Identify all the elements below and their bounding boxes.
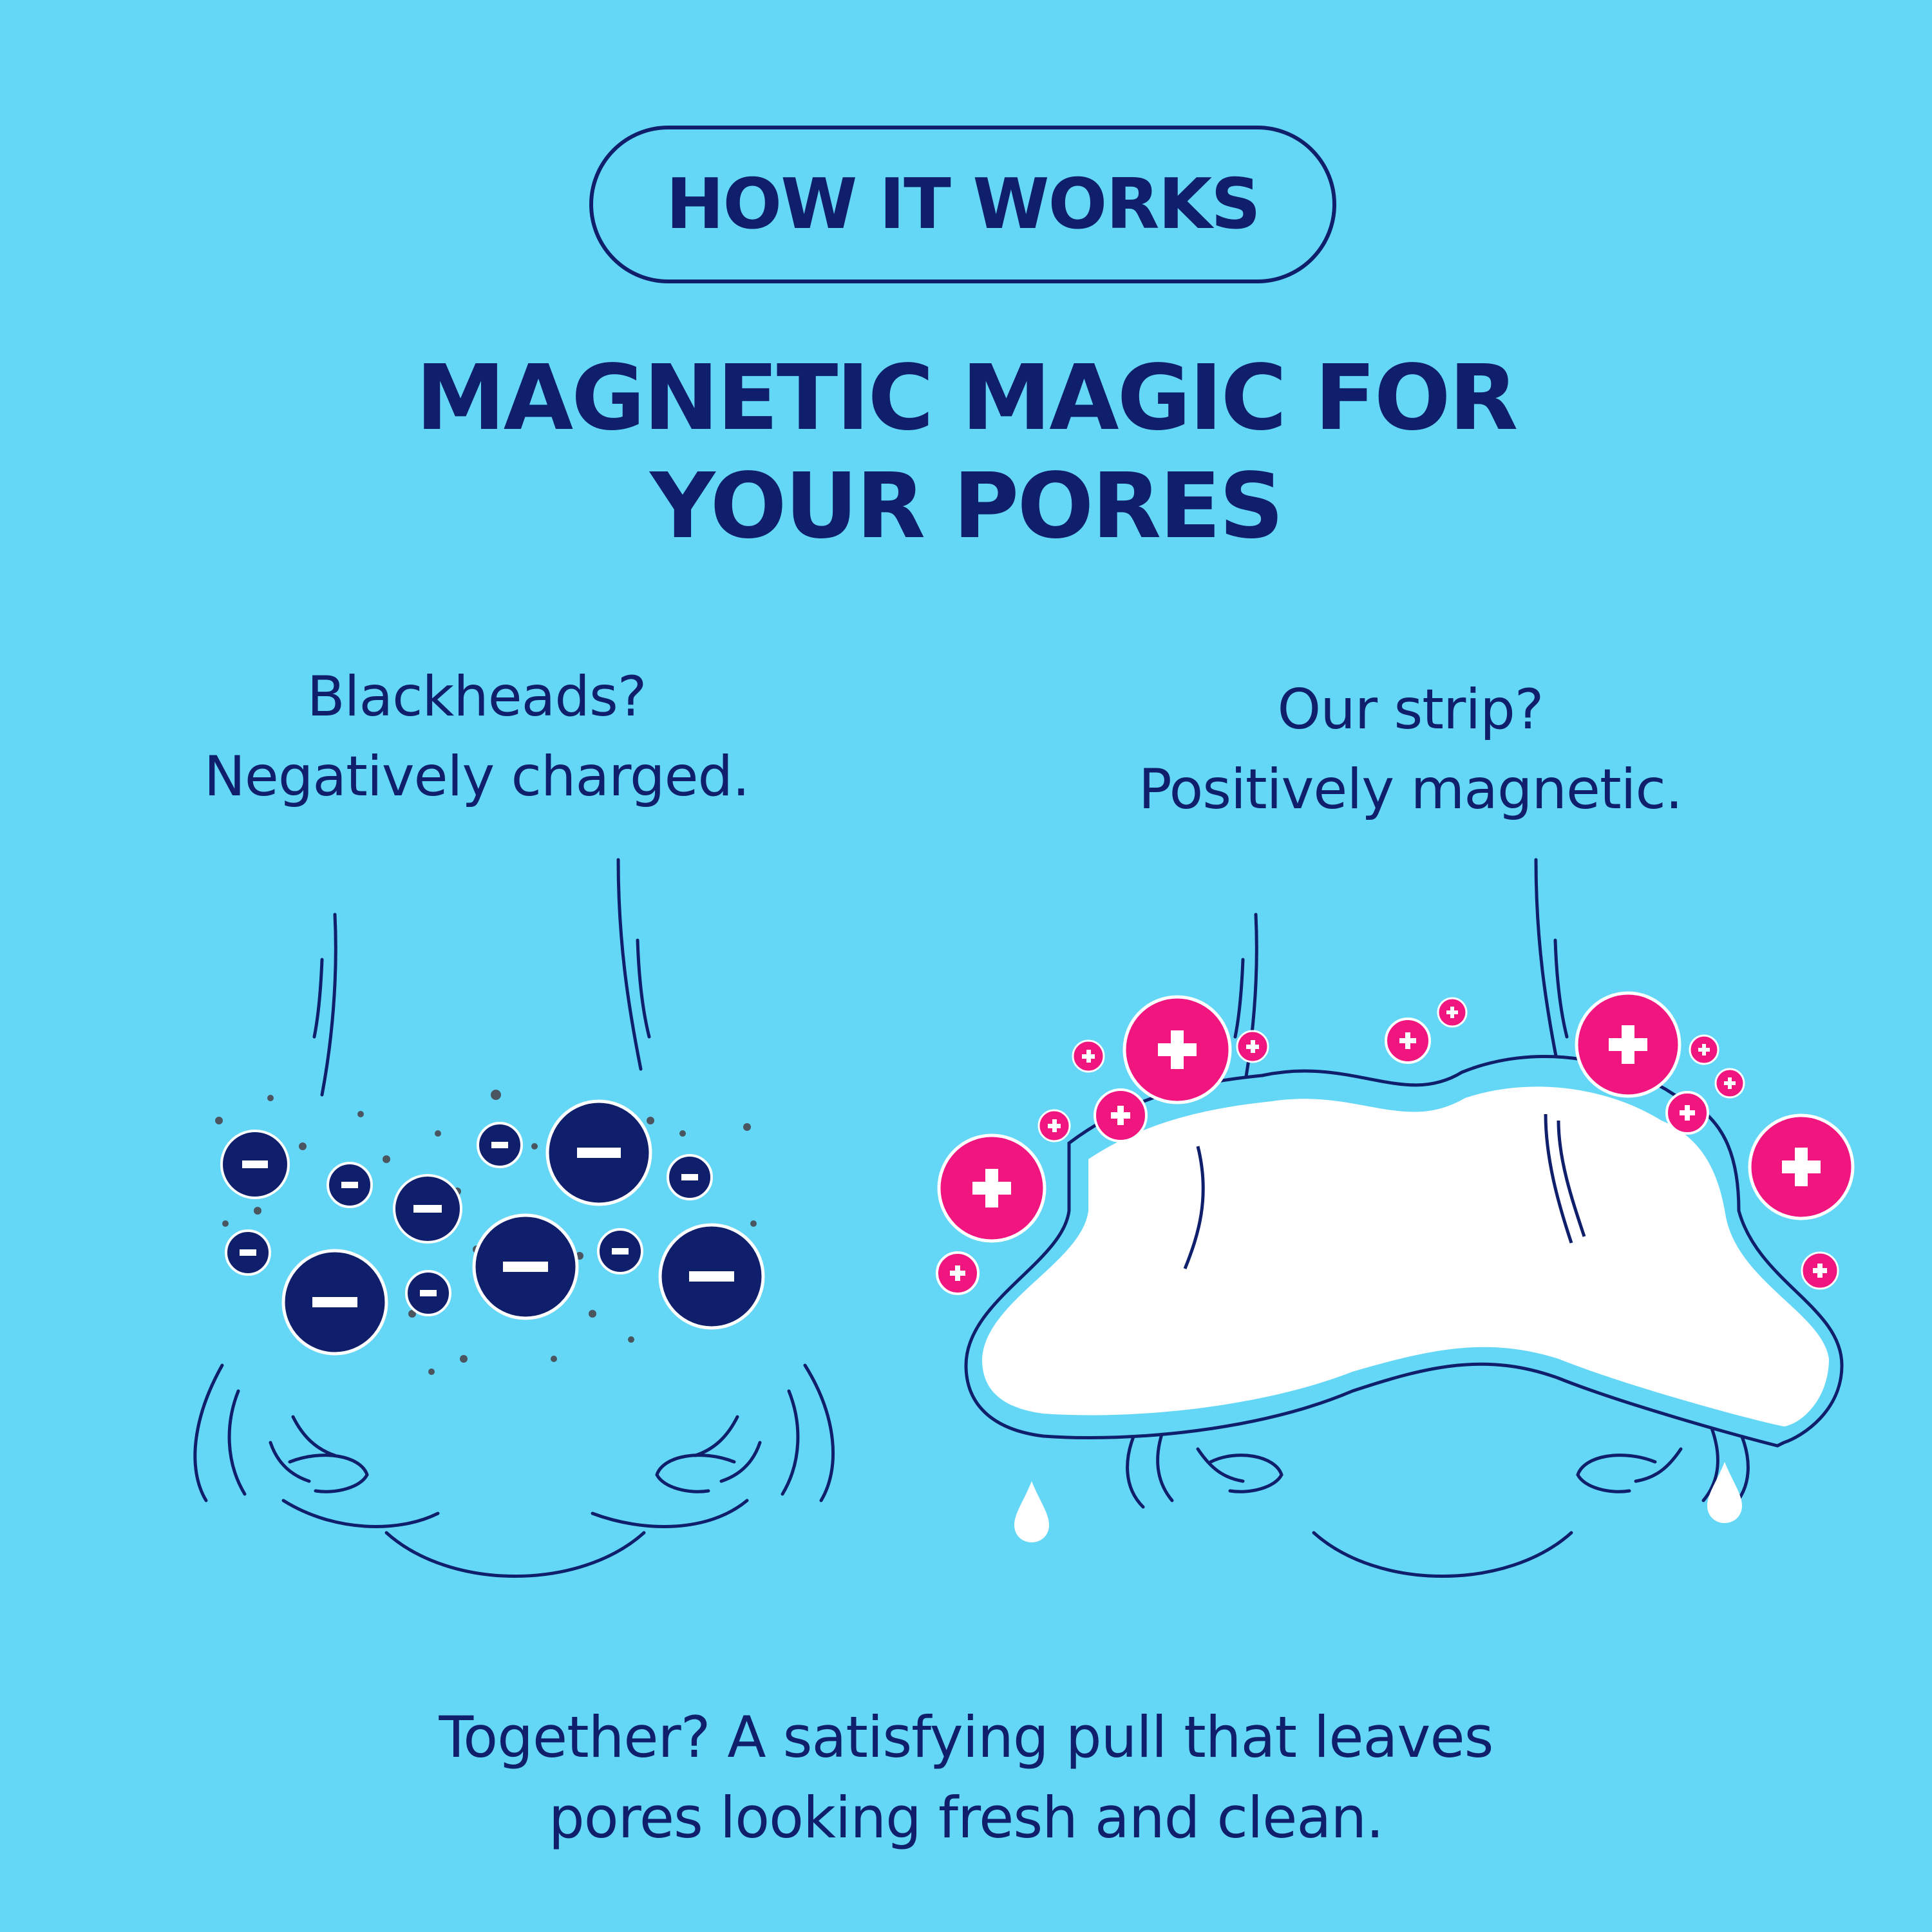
blackheads-caption-line-1: Blackheads? bbox=[307, 665, 647, 729]
minus-icon bbox=[667, 1154, 713, 1200]
plus-icon bbox=[1037, 1109, 1071, 1142]
plus-icon bbox=[936, 1251, 980, 1295]
strip-caption: Our strip? Positively magnetic. bbox=[1050, 670, 1771, 829]
plus-icon bbox=[1385, 1018, 1431, 1064]
page-headline: MAGNETIC MAGIC FOR YOUR PORES bbox=[0, 345, 1932, 561]
strip-caption-line-2: Positively magnetic. bbox=[1138, 757, 1683, 822]
headline-line-2: YOUR PORES bbox=[650, 454, 1284, 559]
minus-icon bbox=[477, 1122, 523, 1168]
minus-icon bbox=[393, 1174, 462, 1244]
plus-icon bbox=[937, 1133, 1046, 1243]
positive-particles bbox=[936, 991, 1855, 1295]
bottom-caption-line-2: pores looking fresh and clean. bbox=[548, 1785, 1384, 1851]
right-nose-illustration bbox=[1126, 858, 1750, 1578]
drops bbox=[1014, 1462, 1742, 1542]
headline-line-1: MAGNETIC MAGIC FOR bbox=[415, 346, 1518, 451]
bottom-caption: Together? A satisfying pull that leaves … bbox=[193, 1697, 1739, 1858]
plus-icon bbox=[1094, 1088, 1148, 1142]
left-nose-illustration bbox=[193, 858, 835, 1578]
plus-icon bbox=[1122, 995, 1232, 1104]
plus-icon bbox=[1236, 1030, 1269, 1063]
minus-icon bbox=[225, 1229, 271, 1276]
badge-label: HOW IT WORKS bbox=[666, 164, 1261, 245]
plus-icon bbox=[1437, 997, 1468, 1028]
plus-icon bbox=[1665, 1091, 1709, 1135]
minus-icon bbox=[658, 1223, 765, 1330]
how-it-works-badge: HOW IT WORKS bbox=[589, 126, 1336, 283]
plus-icon bbox=[1689, 1034, 1719, 1065]
strip-caption-line-1: Our strip? bbox=[1277, 677, 1544, 742]
minus-icon bbox=[597, 1228, 643, 1274]
blackheads-caption: Blackheads? Negatively charged. bbox=[122, 657, 831, 817]
negative-particles bbox=[220, 1099, 765, 1356]
minus-icon bbox=[327, 1162, 373, 1208]
plus-icon bbox=[1748, 1113, 1855, 1220]
minus-icon bbox=[220, 1130, 290, 1199]
nose-strip bbox=[964, 1054, 1844, 1448]
blackheads-caption-line-2: Negatively charged. bbox=[204, 744, 750, 809]
plus-icon bbox=[1714, 1068, 1745, 1099]
bottom-caption-line-1: Together? A satisfying pull that leaves bbox=[439, 1704, 1494, 1770]
plus-icon bbox=[1801, 1251, 1839, 1290]
minus-icon bbox=[472, 1213, 579, 1320]
plus-icon bbox=[1575, 991, 1681, 1098]
minus-icon bbox=[545, 1099, 652, 1206]
minus-icon bbox=[281, 1249, 388, 1356]
plus-icon bbox=[1072, 1039, 1105, 1073]
minus-icon bbox=[405, 1270, 451, 1316]
